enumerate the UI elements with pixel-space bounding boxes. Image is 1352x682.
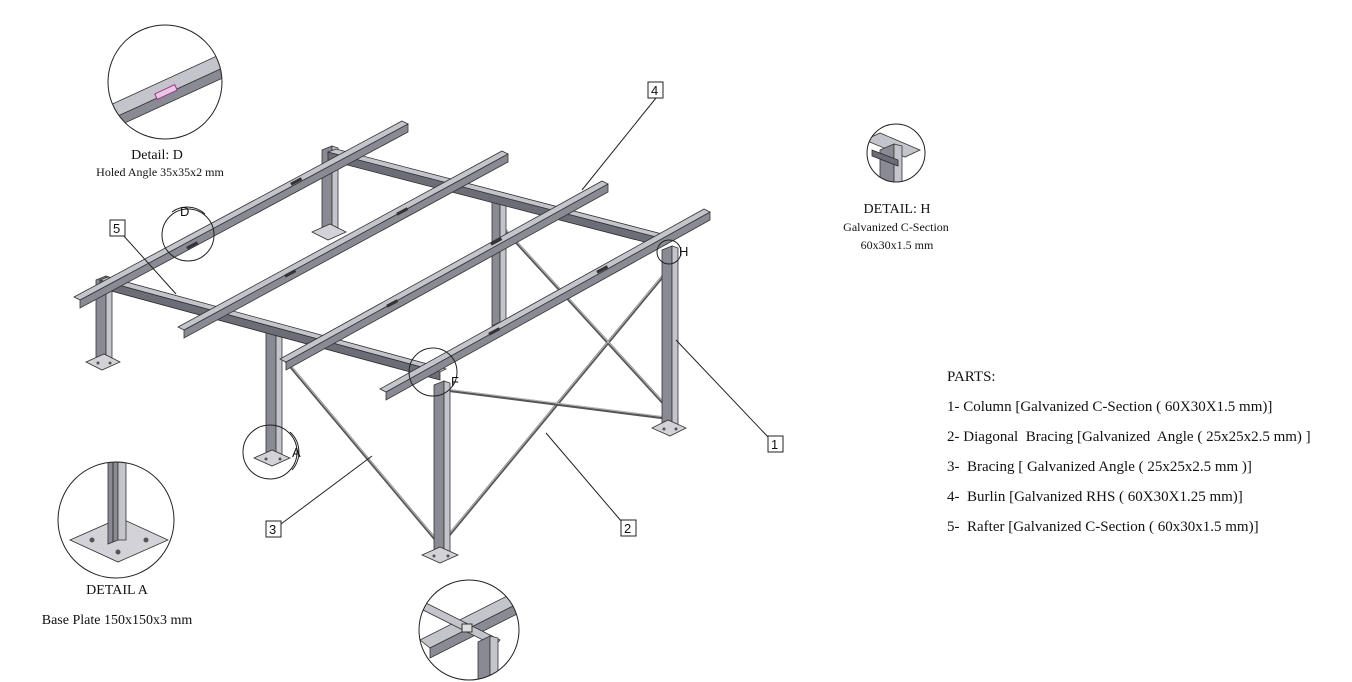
- detail-d-title: Detail: D: [131, 148, 183, 163]
- detail-marker-h-label: H: [679, 244, 688, 259]
- detail-marker-f-label: F: [451, 374, 459, 389]
- detail-h-title: DETAIL: H: [864, 202, 931, 217]
- detail-d-subtitle: Holed Angle 35x35x2 mm: [96, 165, 224, 179]
- callout-4[interactable]: 4: [581, 81, 664, 191]
- parts-items: 1- Column [Galvanized C-Section ( 60X30X…: [947, 392, 1347, 542]
- columns: [85, 145, 687, 564]
- parts-list: PARTS: 1- Column [Galvanized C-Section (…: [947, 362, 1347, 542]
- detail-h-subtitle-1: Galvanized C-Section: [843, 220, 949, 234]
- detail-a-title: DETAIL A: [86, 583, 149, 598]
- callout-1[interactable]: 1: [675, 339, 784, 453]
- detail-view-a: DETAIL A Base Plate 150x150x3 mm: [42, 461, 193, 628]
- detail-view-f: [418, 579, 520, 681]
- part-item-3: 3- Bracing [ Galvanized Angle ( 25x25x2.…: [947, 459, 1252, 475]
- detail-marker-f[interactable]: F: [408, 347, 459, 397]
- purlin-slots: [186, 177, 609, 336]
- callout-4-label: 4: [651, 83, 658, 98]
- part-item-2: 2- Diagonal Bracing [Galvanized Angle ( …: [947, 429, 1311, 445]
- part-item-5: 5- Rafter [Galvanized C-Section ( 60x30x…: [947, 519, 1259, 535]
- callout-5[interactable]: 5: [109, 219, 177, 295]
- callout-5-label: 5: [113, 221, 120, 236]
- rafters: [98, 148, 668, 381]
- detail-marker-d[interactable]: D: [161, 204, 215, 262]
- part-item-1: 1- Column [Galvanized C-Section ( 60X30X…: [947, 399, 1273, 415]
- detail-h-subtitle-2: 60x30x1.5 mm: [861, 238, 934, 252]
- parts-heading: PARTS:: [947, 369, 996, 385]
- callout-2-label: 2: [624, 521, 631, 536]
- detail-marker-h[interactable]: H: [656, 239, 688, 265]
- callout-3[interactable]: 3: [265, 455, 373, 538]
- diagonal-bracing: [283, 228, 670, 546]
- detail-marker-a-label: A: [292, 445, 301, 460]
- detail-marker-a[interactable]: A: [242, 424, 301, 480]
- part-item-4: 4- Burlin [Galvanized RHS ( 60X30X1.25 m…: [947, 489, 1243, 505]
- purlins: [73, 120, 711, 401]
- detail-view-d: Detail: D Holed Angle 35x35x2 mm: [96, 24, 224, 179]
- callout-1-label: 1: [771, 437, 778, 452]
- detail-a-subtitle: Base Plate 150x150x3 mm: [42, 613, 193, 628]
- detail-marker-d-label: D: [180, 204, 189, 219]
- callout-3-label: 3: [269, 522, 276, 537]
- callout-2[interactable]: 2: [545, 432, 637, 537]
- detail-view-h: DETAIL: H Galvanized C-Section 60x30x1.5…: [843, 123, 949, 252]
